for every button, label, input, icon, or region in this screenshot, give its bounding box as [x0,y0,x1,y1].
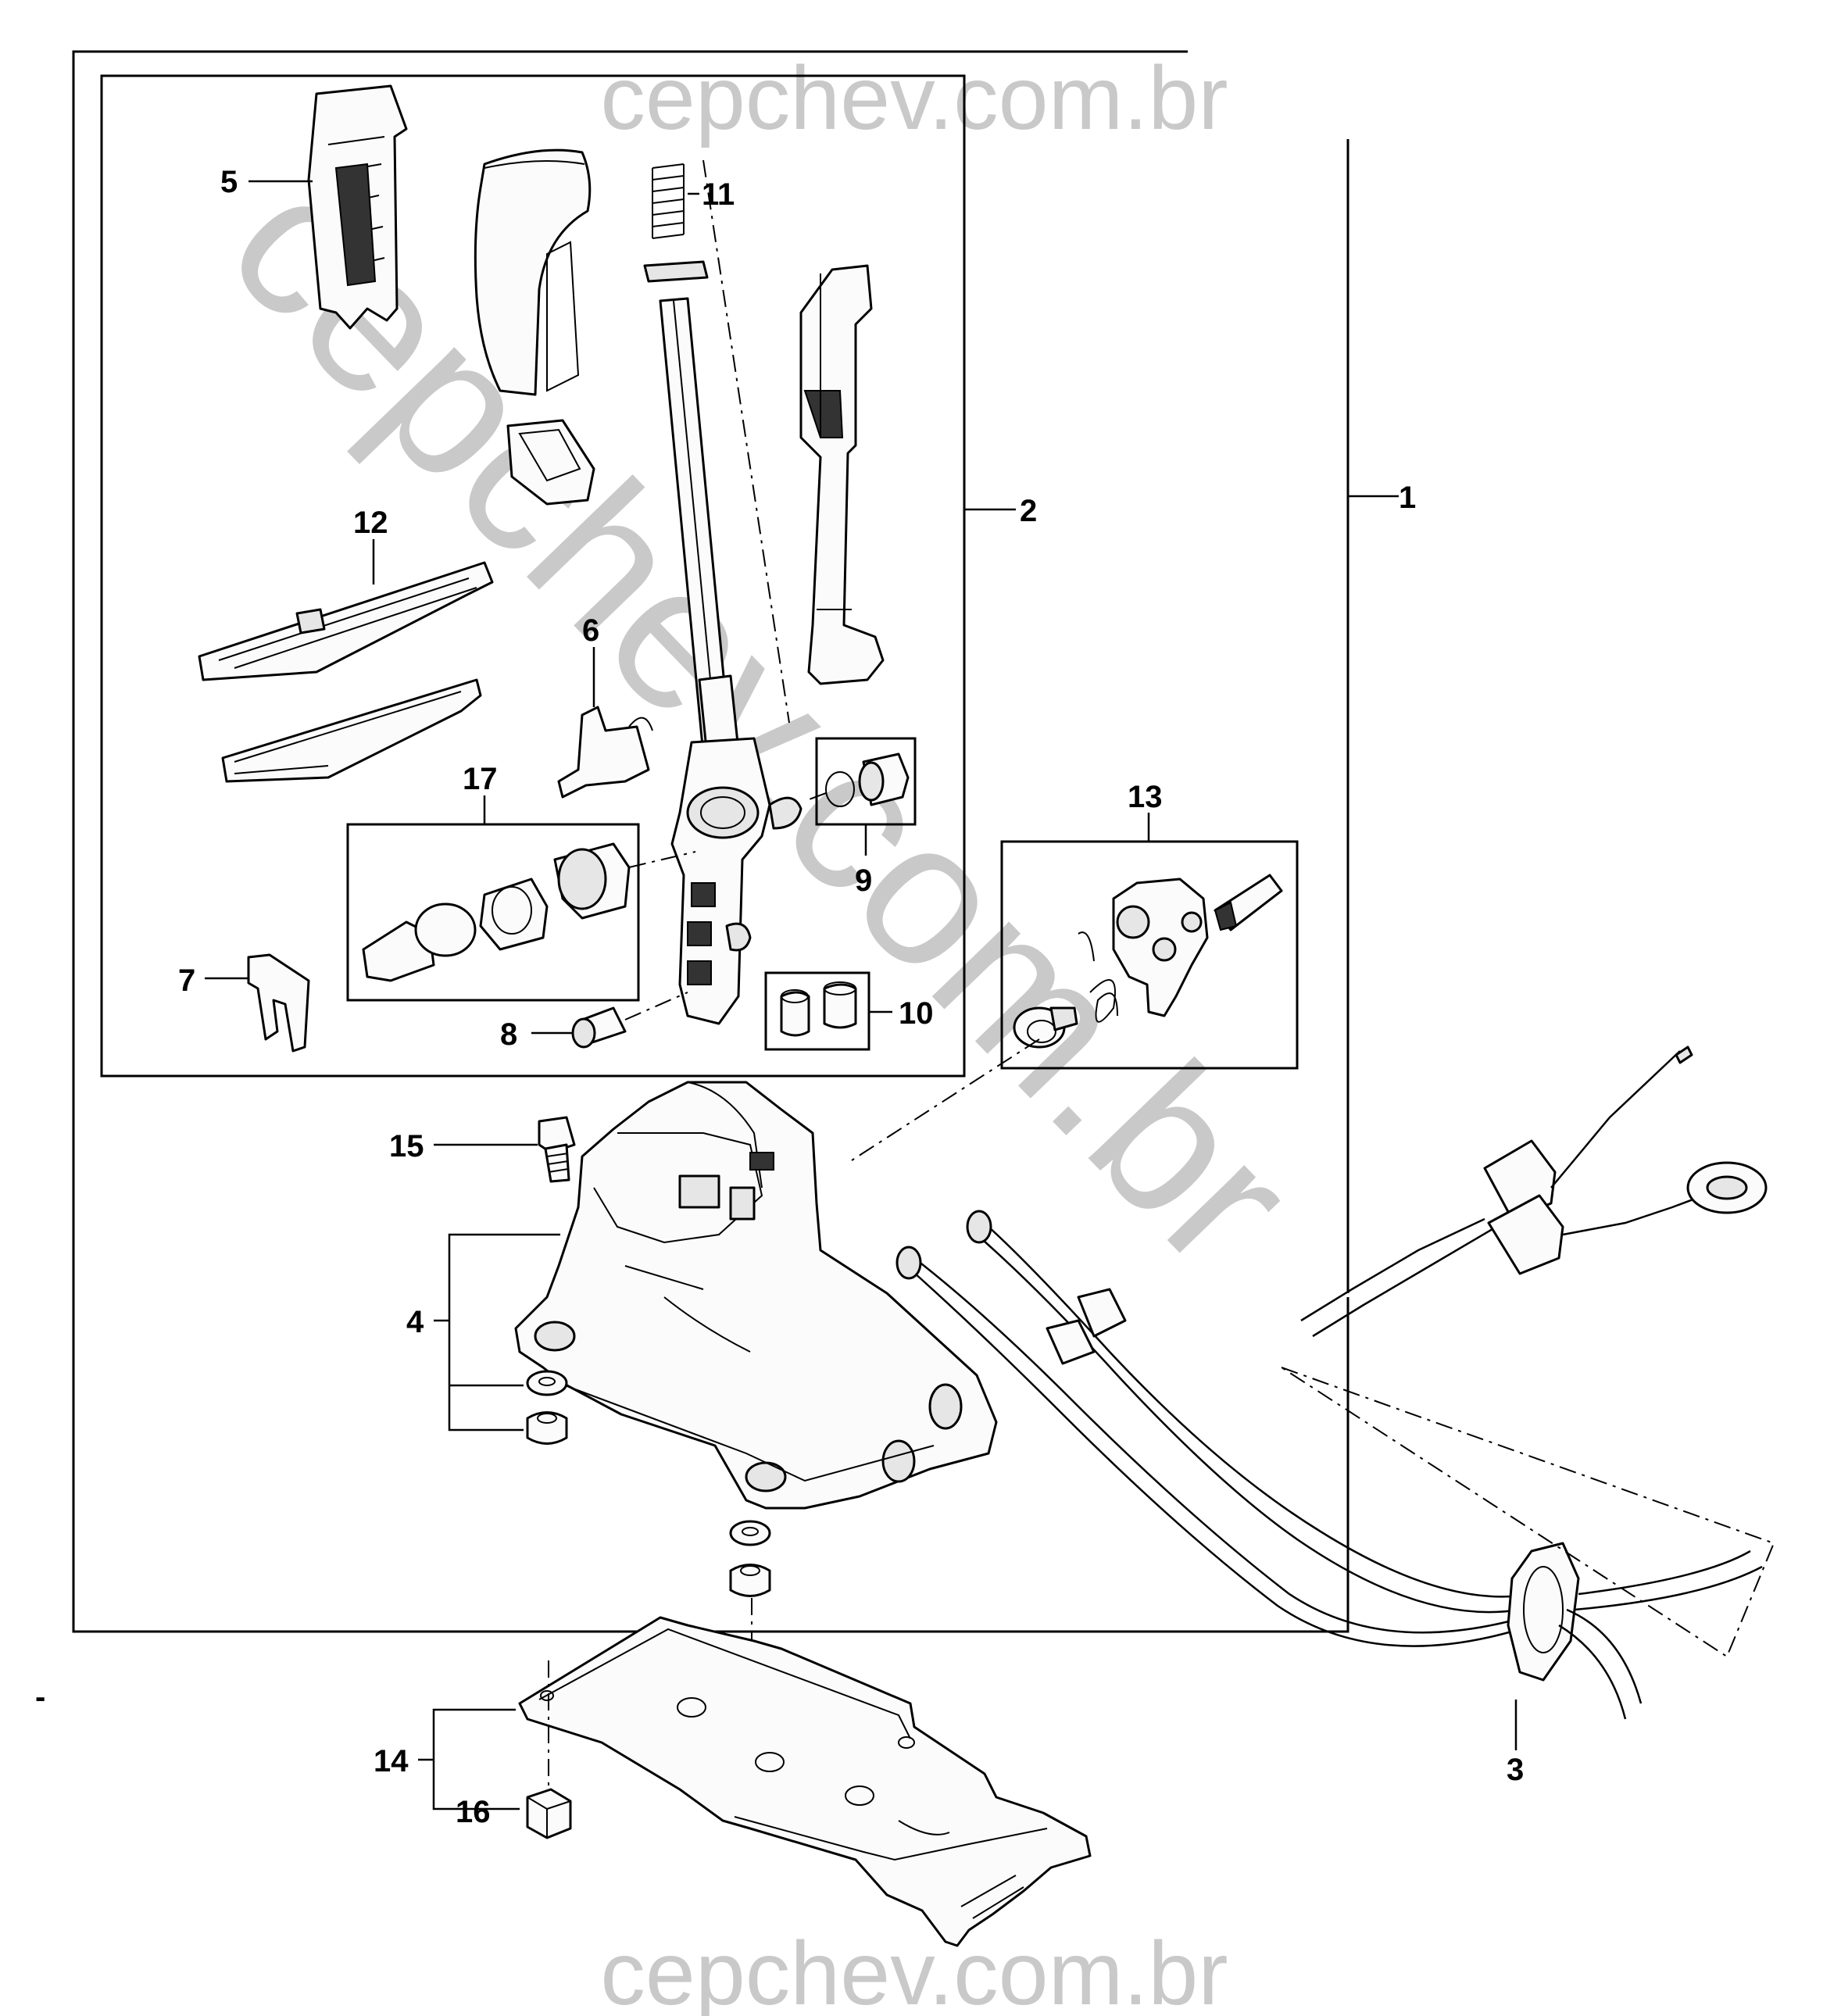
shift-knob-shell [474,148,592,396]
callout-5: 5 [220,165,238,199]
callout-10: 10 [899,996,934,1031]
part-11-spring [643,163,709,283]
part-12-trim-plate [198,539,494,681]
callout-8: 8 [500,1017,517,1052]
part-8-pivot-pin [531,992,688,1049]
watermark-top: cepchev.com.br [600,48,1228,148]
callout-2: 2 [1020,494,1037,528]
callout-6: 6 [582,613,599,648]
edge-mark: - [35,1680,45,1714]
callout-11: 11 [702,177,735,212]
part-10-bushings [780,981,857,1037]
callout-16: 16 [456,1795,491,1829]
callout-9: 9 [855,863,872,898]
part-13-selector-parts [1013,874,1283,1049]
callout-12: 12 [353,506,388,540]
part-4-bracket [448,1233,560,1432]
callout-13: 13 [1128,780,1163,814]
callout-14: 14 [374,1744,409,1778]
watermark-bottom: cepchev.com.br [600,1924,1228,2016]
part-4-grommets [526,1370,771,1597]
part-14-mounting-plate [518,1616,1092,1947]
callout-7: 7 [178,963,195,998]
part-15-bolt [434,1116,576,1183]
part-7-spring-clip [205,953,310,1053]
part-6-retaining-clip [557,647,653,799]
part-14-bracket [432,1708,520,1810]
callout-15: 15 [389,1129,424,1163]
callout-3: 3 [1507,1753,1524,1787]
part-5-shift-boot-sleeve [248,84,408,330]
part-9-bushings [804,752,910,807]
part-16-nut [526,1788,572,1839]
callout-17: 17 [463,762,498,796]
assembly-frame-outer [72,50,1349,1633]
part-3-shift-cables [895,1046,1768,1720]
lower-trim-panel [221,678,482,783]
assembly-frame-inner [100,74,966,1078]
gaiter-ring [506,419,595,506]
part-17-frame [346,823,640,1002]
construction-line-13 [851,1038,1040,1161]
part-17-bushings [362,842,696,982]
lever-handle [799,264,885,685]
lever-base-bracket [670,737,803,1025]
part-4-shifter-housing [514,1081,998,1510]
callout-1: 1 [1399,481,1416,515]
callout-4: 4 [406,1305,424,1339]
construction-line-cables [1281,1367,1775,1658]
construction-line-lever [702,159,790,724]
